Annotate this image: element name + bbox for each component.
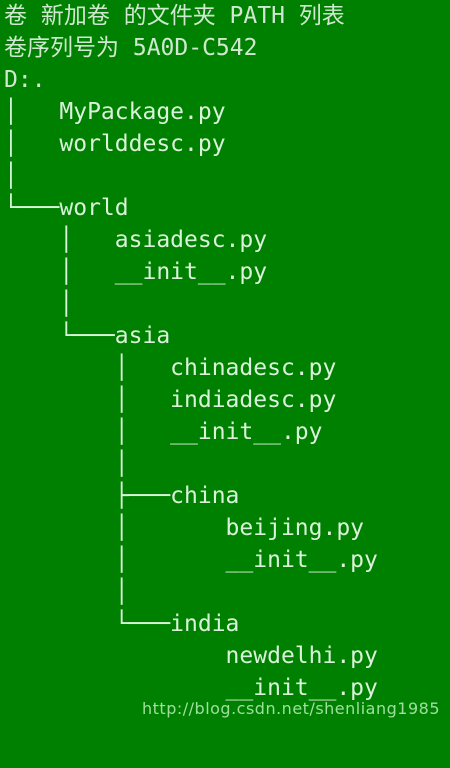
tree-line: newdelhi.py (4, 643, 378, 669)
tree-line: │ (4, 291, 74, 317)
tree-line: │ __init__.py (4, 419, 323, 445)
tree-line: │ MyPackage.py (4, 99, 226, 125)
tree-line: └───india (4, 611, 240, 637)
console-output: 卷 新加卷 的文件夹 PATH 列表 卷序列号为 5A0D-C542 D:. │… (4, 3, 378, 701)
drive-root-line: D:. (4, 67, 46, 93)
tree-line: │ __init__.py (4, 259, 268, 285)
tree-line: │ (4, 163, 18, 189)
tree-line: │ (4, 451, 129, 477)
tree-line: └───asia (4, 323, 171, 349)
volume-title-line: 卷 新加卷 的文件夹 PATH 列表 (4, 3, 345, 29)
tree-line: │ asiadesc.py (4, 227, 268, 253)
tree-line: │ chinadesc.py (4, 355, 337, 381)
watermark-url: http://blog.csdn.net/shenliang1985 (142, 699, 440, 718)
tree-line: │ beijing.py (4, 515, 365, 541)
tree-line: ├───china (4, 483, 240, 509)
tree-line: └───world (4, 195, 129, 221)
serial-number-line: 卷序列号为 5A0D-C542 (4, 35, 258, 61)
tree-line: __init__.py (4, 675, 378, 701)
tree-line: │ (4, 579, 129, 605)
tree-line: │ worlddesc.py (4, 131, 226, 157)
tree-line: │ __init__.py (4, 547, 378, 573)
tree-line: │ indiadesc.py (4, 387, 337, 413)
